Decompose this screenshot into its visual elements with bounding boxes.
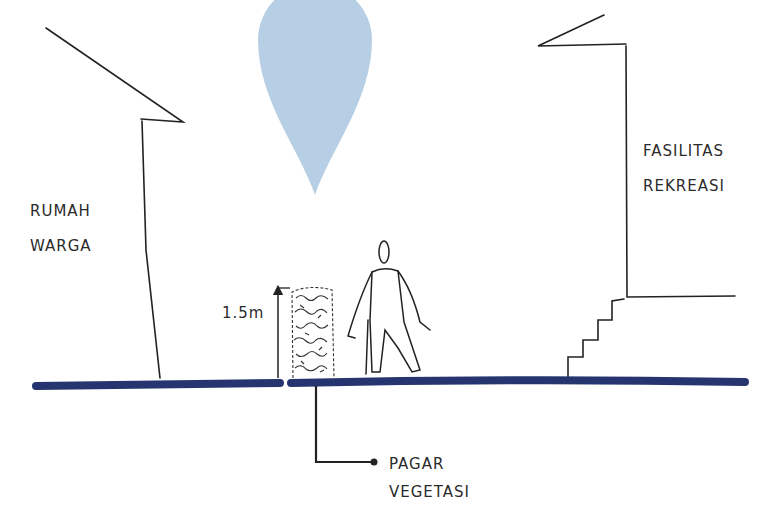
building-label: FASILITAS REKREASI — [643, 134, 761, 204]
building-label: RUMAH WARGA — [30, 194, 122, 264]
recreation-roof — [538, 15, 626, 46]
foliage-scribble — [300, 305, 324, 372]
recreation-wall — [626, 46, 735, 297]
dimension-label: 1.5m — [222, 303, 282, 323]
house-roof — [46, 28, 183, 122]
callout-label: PAGAR VEGETASI — [389, 450, 477, 506]
leader-line — [316, 386, 372, 462]
person-figure — [348, 241, 430, 374]
house-wall — [142, 121, 160, 378]
vegetation-fence — [292, 287, 334, 378]
recreation-outline — [538, 15, 735, 378]
location-pin — [258, 0, 372, 195]
stairs — [568, 299, 624, 378]
dimension-arrow — [277, 290, 279, 378]
walking-stick — [366, 320, 368, 374]
ground-line — [291, 380, 745, 383]
ground-line — [36, 383, 280, 386]
person-head — [379, 241, 389, 263]
leader-dot — [371, 459, 378, 466]
person-arms — [348, 269, 430, 338]
foliage-scribble — [294, 296, 328, 371]
dimension-tick — [278, 287, 290, 288]
fence-outline — [292, 287, 334, 378]
person-body — [370, 271, 420, 372]
